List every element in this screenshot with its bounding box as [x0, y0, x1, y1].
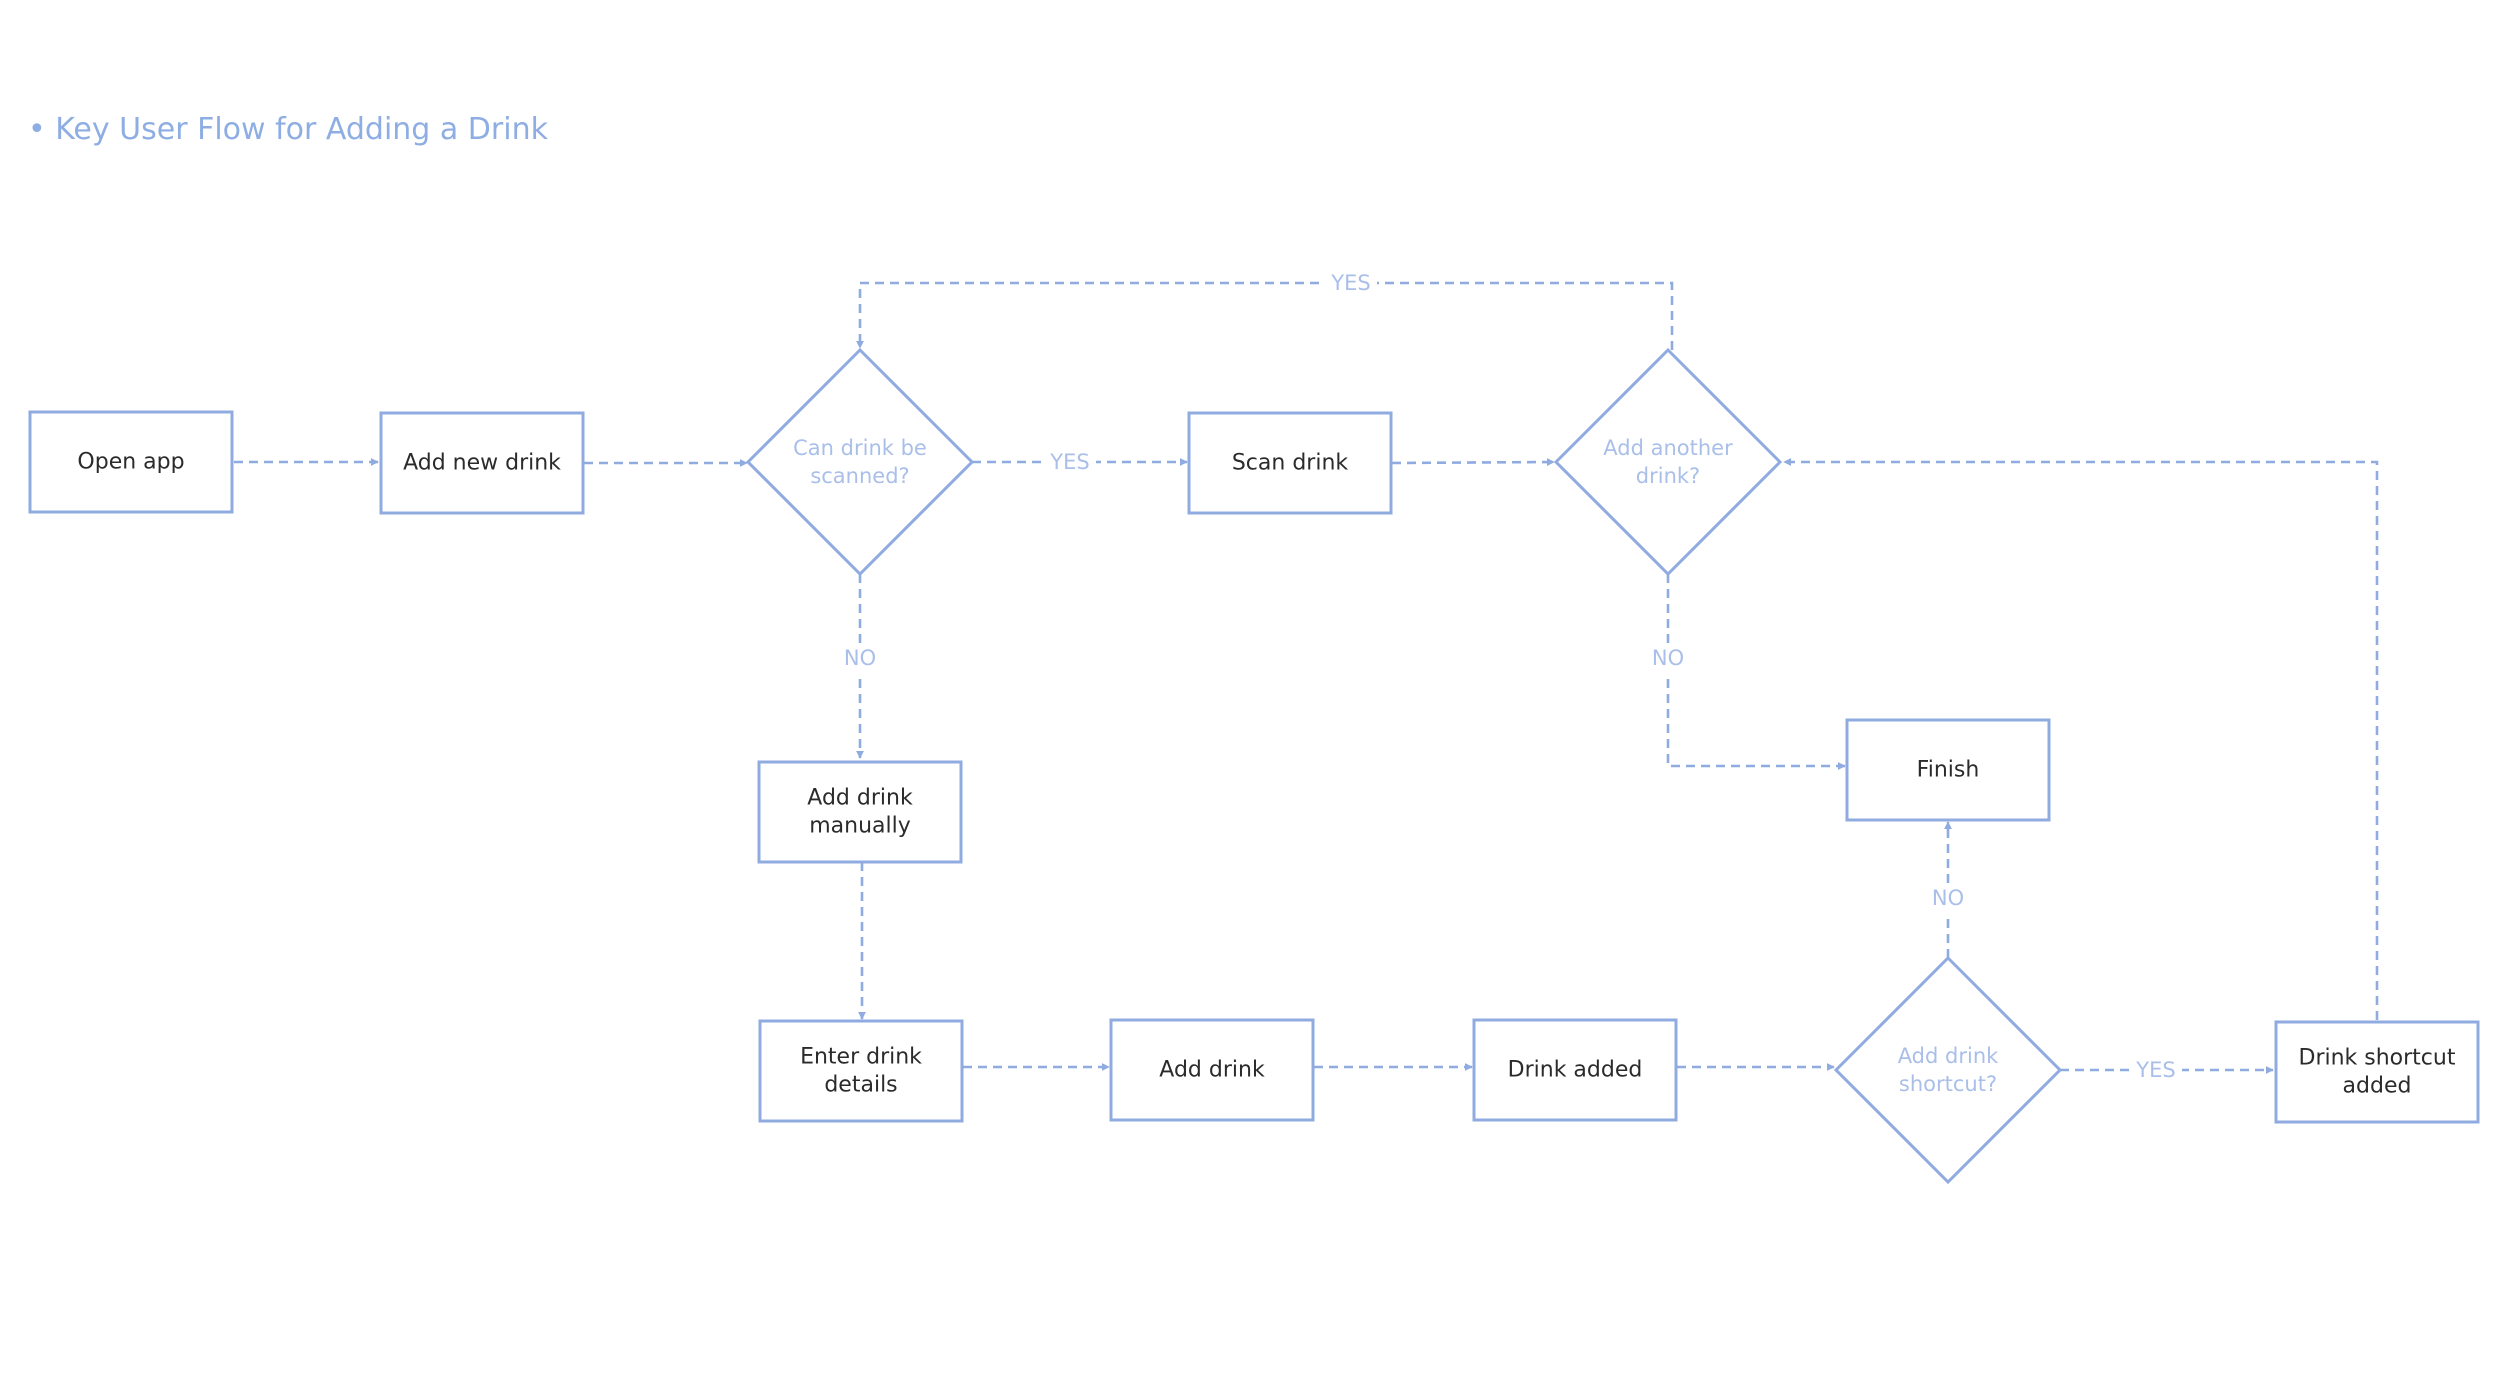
step-finish: Finish	[1845, 718, 2051, 822]
connector-label-background	[1044, 447, 1096, 477]
process-box	[28, 410, 234, 514]
node-label-line: Add another	[1603, 436, 1733, 460]
connector-label-background	[1325, 268, 1377, 298]
decision-add-another: Add another drink?	[1553, 347, 1783, 577]
connector-label-background	[1922, 883, 1974, 913]
step-add-drink: Add drink	[1109, 1018, 1315, 1122]
node-label-line: Open app	[77, 450, 184, 475]
node-label-line: Drink shortcut	[2299, 1046, 2456, 1071]
process-box	[1845, 718, 2051, 822]
node-label-line: scanned?	[810, 464, 909, 488]
node-label-line: Drink added	[1508, 1058, 1643, 1083]
connector-label-yes: YES	[1330, 271, 1370, 295]
connector-label-background	[2130, 1055, 2182, 1085]
connector-label-background	[1642, 643, 1694, 673]
node-label-line: shortcut?	[1899, 1072, 1997, 1096]
decision-diamond	[745, 347, 975, 577]
connector-scan-drink-to-add-another	[1391, 458, 1555, 467]
step-shortcut-added: Drink shortcut added	[2274, 1020, 2480, 1124]
connector-label-no: NO	[1932, 886, 1964, 910]
decision-can-scan: Can drink be scanned?	[745, 347, 975, 577]
connector-add-another-to-can-scan	[856, 281, 1674, 350]
process-box	[1187, 411, 1393, 515]
process-box	[757, 760, 963, 864]
process-box	[379, 411, 585, 515]
process-box	[1109, 1018, 1315, 1122]
node-label-line: added	[2343, 1074, 2412, 1099]
node-label-line: details	[824, 1073, 897, 1098]
node-label-line: Enter drink	[800, 1045, 922, 1070]
connector-labels: YES YES NO NO YES NO	[834, 268, 2182, 1085]
step-drink-added: Drink added	[1472, 1018, 1678, 1122]
connector-shortcut-added-to-add-another	[1783, 458, 2379, 1020]
step-open-app: Open app	[28, 410, 234, 514]
diagram-title: • Key User Flow for Adding a Drink	[28, 112, 548, 147]
decision-diamond	[1553, 347, 1783, 577]
node-label-line: Add drink	[807, 786, 913, 811]
connector-label-no: NO	[1652, 646, 1684, 670]
connectors	[234, 281, 2379, 1074]
node-label-line: Add drink	[1898, 1044, 1999, 1068]
node-label-line: Can drink be	[793, 436, 927, 460]
decision-diamond	[1833, 955, 2063, 1185]
node-label-line: Finish	[1917, 758, 1980, 783]
connector-label-yes: YES	[2135, 1058, 2175, 1082]
connector-label-yes: YES	[1049, 450, 1089, 474]
node-label-line: Scan drink	[1232, 451, 1349, 476]
connector-label-background	[834, 643, 886, 673]
node-label-line: drink?	[1636, 464, 1700, 488]
node-label-line: Add new drink	[403, 451, 561, 476]
decision-add-shortcut: Add drink shortcut?	[1833, 955, 2063, 1185]
process-box	[2274, 1020, 2480, 1124]
step-add-new-drink: Add new drink	[379, 411, 585, 515]
step-enter-details: Enter drink details	[758, 1019, 964, 1123]
connector-add-another-to-finish	[1666, 574, 1846, 770]
step-add-manually: Add drink manually	[757, 760, 963, 864]
node-label-line: Add drink	[1159, 1058, 1265, 1083]
process-box	[1472, 1018, 1678, 1122]
flow-nodes: Open app Add new drink Can drink be scanned…	[28, 347, 2480, 1185]
node-label-line: manually	[809, 814, 911, 839]
process-box	[758, 1019, 964, 1123]
connector-label-no: NO	[844, 646, 876, 670]
step-scan-drink: Scan drink	[1187, 411, 1393, 515]
